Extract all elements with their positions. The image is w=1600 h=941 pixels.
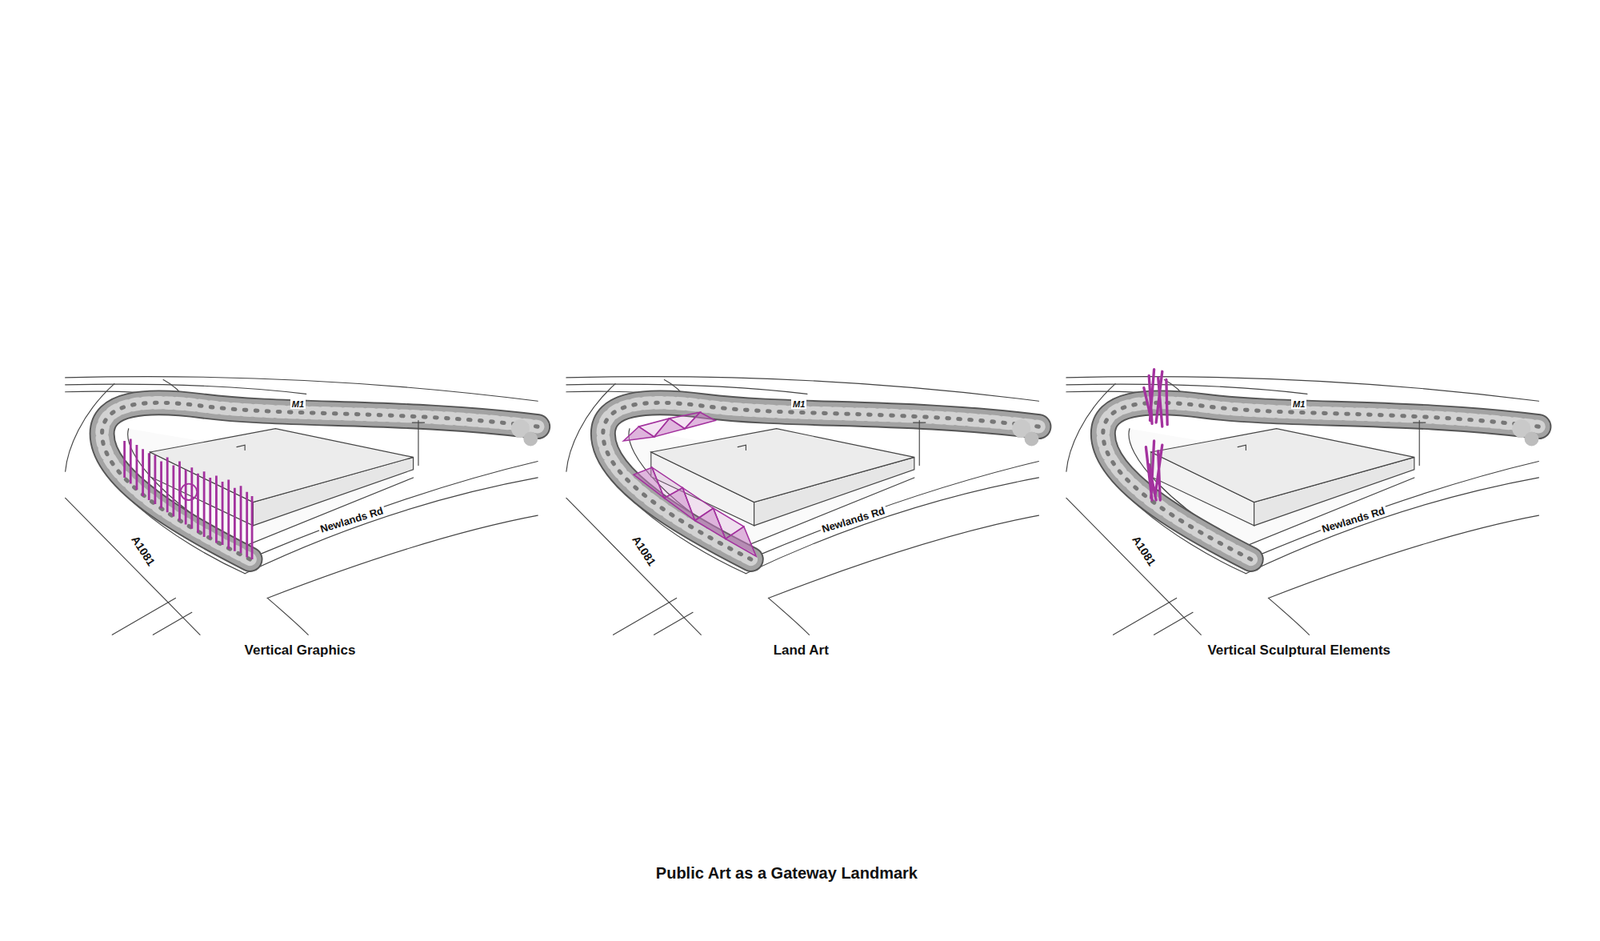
- figure-title: Public Art as a Gateway Landmark: [656, 864, 918, 882]
- road-name: A1081: [628, 532, 660, 570]
- land-art: [623, 412, 756, 556]
- panel-caption: Vertical Sculptural Elements: [1207, 643, 1391, 659]
- panel-caption: Vertical Graphics: [244, 643, 356, 659]
- road-name: M1: [791, 399, 807, 409]
- site-sketch: [566, 376, 1040, 636]
- panel-caption: Land Art: [773, 643, 829, 659]
- site-sketch: [1066, 376, 1540, 636]
- road-name: M1: [1291, 399, 1307, 409]
- site-sketch: [65, 376, 539, 636]
- road-name: Newlands Rd: [317, 504, 387, 536]
- vertical-sculptures: [1144, 369, 1168, 500]
- road-name: A1081: [1128, 532, 1160, 570]
- road-name: A1081: [128, 532, 159, 570]
- road-name: Newlands Rd: [818, 504, 888, 536]
- road-name: Newlands Rd: [1318, 504, 1388, 536]
- road-name: M1: [290, 399, 306, 409]
